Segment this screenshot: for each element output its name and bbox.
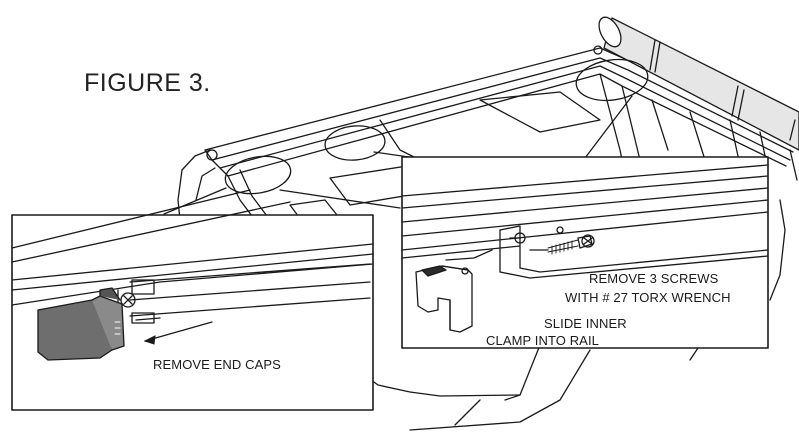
bed-rails [204,45,796,261]
end-cap-arrow-line [144,321,213,342]
detail-box-end-caps [11,189,374,411]
callout-remove-screws-line1: REMOVE 3 SCREWS [589,271,719,286]
detail-circles [224,58,649,195]
callout-remove-screws-line2: WITH # 27 TORX WRENCH [565,290,731,305]
inner-clamp-part [415,249,493,333]
callout-slide-clamp-line1: SLIDE INNER [544,316,627,331]
callout-remove-end-caps: REMOVE END CAPS [153,357,281,372]
tonneau-roll [598,16,799,151]
arrowhead-icon [143,335,156,345]
leader-lines [163,95,633,215]
end-cap-part [37,287,125,361]
figure-title: FIGURE 3. [84,69,211,97]
callout-slide-clamp-line2: CLAMP INTO RAIL [486,333,599,348]
